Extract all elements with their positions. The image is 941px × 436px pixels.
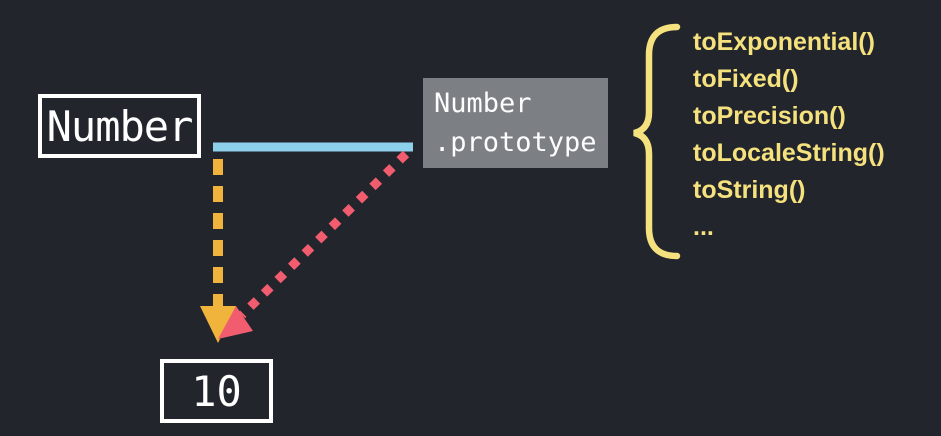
prototype-label-line1: Number: [434, 88, 532, 119]
instance-value-label: 10: [191, 366, 242, 416]
method-item-ellipsis: ...: [693, 213, 714, 241]
prototype-chain-arrow-head: [218, 306, 253, 339]
method-item-tolocalestring: toLocaleString(): [693, 139, 885, 167]
method-item-toprecision: toPrecision(): [693, 102, 846, 130]
method-item-tofixed: toFixed(): [693, 65, 799, 93]
instance-of-arrow-head: [200, 306, 236, 343]
method-item-tostring: toString(): [693, 176, 806, 204]
prototype-label-line2: .prototype: [434, 127, 597, 158]
number-prototype-box: Number .prototype: [423, 78, 608, 168]
instance-value-box: 10: [160, 359, 273, 423]
number-constructor-box: Number: [38, 94, 201, 158]
prototype-chain-arrow-line: [238, 150, 410, 319]
prototype-methods-list: toExponential() toFixed() toPrecision() …: [693, 24, 885, 246]
method-item-toexponential: toExponential(): [693, 28, 875, 56]
curly-brace: [633, 23, 681, 260]
number-constructor-label: Number: [46, 101, 194, 151]
